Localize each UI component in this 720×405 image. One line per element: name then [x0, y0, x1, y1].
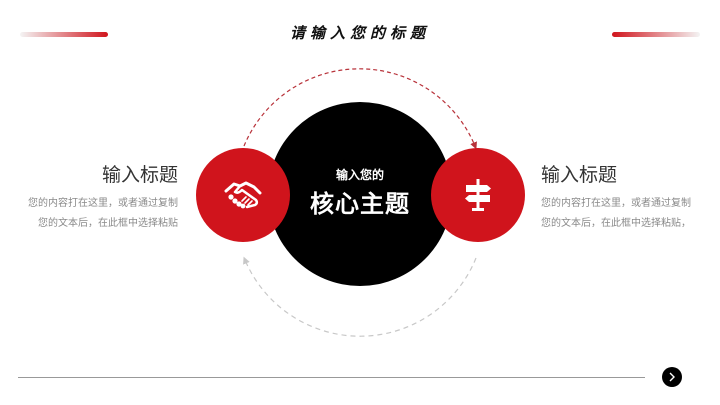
- footer-divider: [18, 377, 645, 378]
- bottom-dashed-arrow: [243, 256, 477, 337]
- signpost-icon: [465, 179, 491, 211]
- right-description-line: 您的文本后，在此框中选择粘贴，: [541, 218, 691, 229]
- core-subtitle: 输入您的: [335, 168, 384, 182]
- top-dashed-arrow: [243, 68, 477, 150]
- left-node-circle: [196, 148, 290, 242]
- page-title: 请输入您的标题: [289, 24, 430, 42]
- right-heading: 输入标题: [541, 164, 618, 186]
- right-description: 您的内容打在这里，或者通过复制 您的文本后，在此框中选择粘贴，: [541, 194, 691, 234]
- right-description-line: 您的内容打在这里，或者通过复制: [541, 198, 691, 209]
- core-title: 核心主题: [310, 190, 410, 218]
- chevron-right-icon: [669, 372, 675, 382]
- left-description-line: 您的内容打在这里，或者通过复制: [28, 198, 178, 209]
- handshake-icon: [224, 181, 262, 209]
- title-decoration-left: [20, 32, 108, 37]
- core-circle: [268, 102, 452, 286]
- next-slide-button[interactable]: [662, 367, 682, 387]
- left-heading: 输入标题: [101, 164, 178, 186]
- left-description-line: 您的文本后，在此框中选择粘贴: [38, 218, 178, 229]
- left-description: 您的内容打在这里，或者通过复制 您的文本后，在此框中选择粘贴: [28, 194, 178, 234]
- right-node-circle: [431, 148, 525, 242]
- title-decoration-right: [612, 32, 700, 37]
